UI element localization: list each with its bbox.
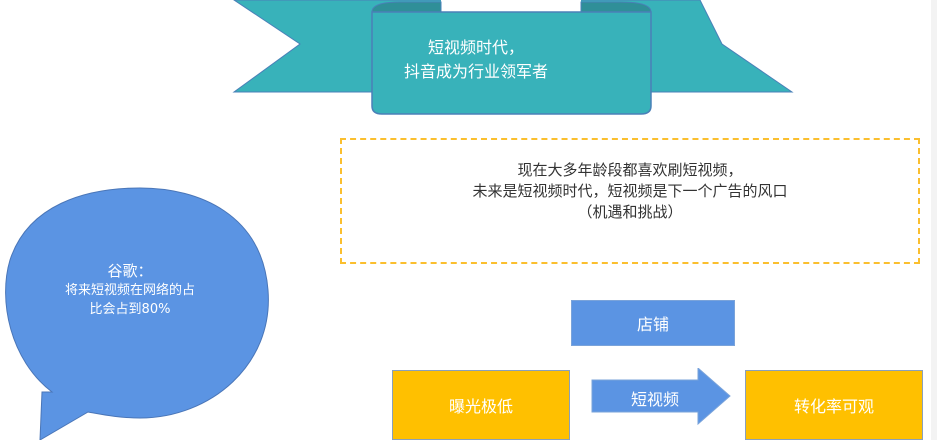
store-box: 店铺 xyxy=(571,300,735,346)
bubble-title: 谷歌： xyxy=(107,262,153,280)
bubble-line-1: 将来短视频在网络的占 xyxy=(64,283,195,298)
ribbon-banner-text: 短视频时代， 抖音成为行业领军者 xyxy=(372,36,580,84)
conversion-box: 转化率可观 xyxy=(745,370,923,440)
conversion-label: 转化率可观 xyxy=(793,397,874,416)
bubble-line-2: 比会占到80% xyxy=(89,302,171,317)
info-box-text: 现在大多年龄段都喜欢刷短视频， 未来是短视频时代，短视频是下一个广告的风口 （机… xyxy=(340,160,920,223)
dashed-info-box xyxy=(340,138,920,264)
right-arrow-shape xyxy=(591,368,731,426)
ribbon-banner-shape xyxy=(232,0,794,115)
info-line-3: （机遇和挑战） xyxy=(577,203,683,221)
low-exposure-box: 曝光极低 xyxy=(392,370,570,440)
speech-bubble-text: 谷歌： 将来短视频在网络的占 比会占到80% xyxy=(30,262,230,319)
store-label: 店铺 xyxy=(636,315,669,334)
info-line-2: 未来是短视频时代，短视频是下一个广告的风口 xyxy=(472,182,788,200)
speech-bubble-shape xyxy=(5,187,269,440)
ribbon-line-1: 短视频时代， xyxy=(427,38,524,57)
ribbon-line-2: 抖音成为行业领军者 xyxy=(403,62,548,81)
low-exposure-label: 曝光极低 xyxy=(448,397,513,416)
arrow-label: 短视频 xyxy=(630,390,679,409)
right-edge-strip xyxy=(931,0,937,440)
info-line-1: 现在大多年龄段都喜欢刷短视频， xyxy=(517,161,743,179)
